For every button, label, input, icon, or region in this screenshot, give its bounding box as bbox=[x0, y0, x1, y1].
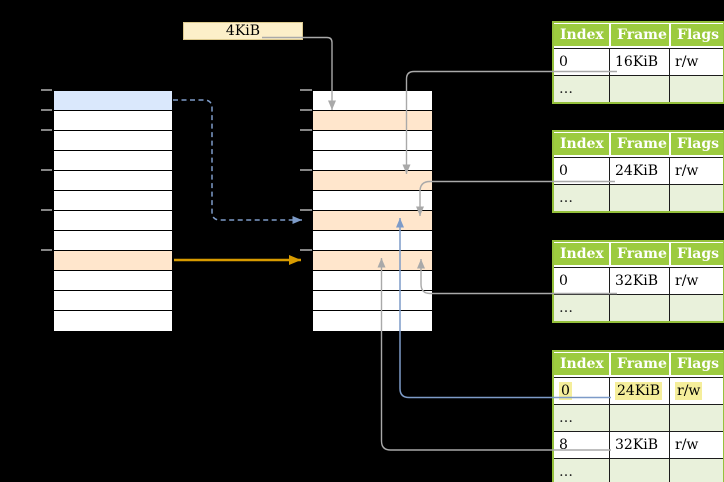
table-cell: r/w bbox=[669, 157, 723, 184]
table-cell bbox=[609, 75, 669, 102]
table-cell bbox=[669, 404, 723, 431]
tick-mark bbox=[300, 249, 312, 251]
tick-mark bbox=[41, 169, 52, 171]
memory-row bbox=[313, 271, 432, 291]
tick-mark bbox=[300, 109, 312, 111]
table-row: … bbox=[554, 458, 723, 482]
tick-mark bbox=[300, 129, 312, 131]
table-row: … bbox=[554, 184, 723, 211]
table-cell: 0 bbox=[554, 267, 609, 294]
memory-row bbox=[54, 151, 172, 171]
tick-mark bbox=[300, 169, 312, 171]
table-cell bbox=[609, 184, 669, 211]
table-row: … bbox=[554, 294, 723, 321]
table-cell: r/w bbox=[669, 267, 723, 294]
table-cell: 32KiB bbox=[609, 267, 669, 294]
memory-row bbox=[313, 151, 432, 171]
table-cell: 8 bbox=[554, 431, 609, 458]
tick-mark bbox=[41, 89, 52, 91]
table-cell bbox=[609, 294, 669, 321]
memory-row bbox=[313, 311, 432, 331]
physical-memory-column bbox=[312, 90, 433, 332]
table-row: … bbox=[554, 75, 723, 102]
table-cell: r/w bbox=[669, 431, 723, 458]
table-cell: … bbox=[554, 404, 609, 431]
highlighted-value: 24KiB bbox=[615, 382, 663, 400]
memory-row bbox=[313, 191, 432, 211]
tick-mark bbox=[41, 109, 52, 111]
size-label-4kib: 4KiB bbox=[183, 22, 303, 40]
memory-row bbox=[54, 111, 172, 131]
table-cell bbox=[609, 404, 669, 431]
memory-row bbox=[54, 251, 172, 271]
highlighted-value: r/w bbox=[675, 382, 703, 400]
column-header: Flags bbox=[669, 132, 723, 157]
table-cell bbox=[669, 75, 723, 102]
tick-mark bbox=[41, 129, 52, 131]
table-cell: … bbox=[554, 458, 609, 482]
table-cell bbox=[669, 458, 723, 482]
memory-row bbox=[313, 91, 432, 111]
tick-mark bbox=[41, 249, 52, 251]
table-row: … bbox=[554, 404, 723, 431]
column-header: Frame bbox=[609, 242, 669, 267]
memory-row bbox=[54, 291, 172, 311]
table-cell bbox=[669, 184, 723, 211]
table-cell: … bbox=[554, 294, 609, 321]
memory-row bbox=[313, 111, 432, 131]
column-header: Index bbox=[554, 242, 609, 267]
memory-row bbox=[54, 191, 172, 211]
table-cell bbox=[669, 294, 723, 321]
virtual-memory-column bbox=[53, 90, 173, 332]
column-header: Index bbox=[554, 23, 609, 48]
memory-row bbox=[313, 171, 432, 191]
table-cell: … bbox=[554, 75, 609, 102]
table-cell: 24KiB bbox=[609, 157, 669, 184]
table-cell: 16KiB bbox=[609, 48, 669, 75]
arrow-virtualpage0-dashed bbox=[173, 99, 302, 224]
memory-row bbox=[313, 251, 432, 271]
memory-row bbox=[313, 291, 432, 311]
memory-row bbox=[54, 131, 172, 151]
tick-mark bbox=[300, 89, 312, 91]
table-cell: 32KiB bbox=[609, 431, 669, 458]
memory-row bbox=[313, 131, 432, 151]
table-cell: … bbox=[554, 184, 609, 211]
column-header: Frame bbox=[609, 352, 669, 377]
memory-row bbox=[313, 231, 432, 251]
column-header: Frame bbox=[609, 23, 669, 48]
memory-row bbox=[54, 91, 172, 111]
table-cell: 0 bbox=[554, 157, 609, 184]
column-header: Frame bbox=[609, 132, 669, 157]
highlighted-value: 0 bbox=[559, 382, 572, 400]
table-row: 0 24KiB r/w bbox=[554, 377, 723, 404]
memory-row bbox=[54, 271, 172, 291]
memory-row bbox=[54, 311, 172, 331]
table-cell: 0 bbox=[554, 377, 609, 404]
tick-mark bbox=[300, 209, 312, 211]
memory-row bbox=[313, 211, 432, 231]
memory-row bbox=[54, 171, 172, 191]
column-header: Index bbox=[554, 352, 609, 377]
column-header: Flags bbox=[669, 23, 723, 48]
table-cell bbox=[609, 458, 669, 482]
table-cell: r/w bbox=[669, 377, 723, 404]
column-header: Index bbox=[554, 132, 609, 157]
column-header: Flags bbox=[669, 242, 723, 267]
memory-row bbox=[54, 231, 172, 251]
tick-mark bbox=[41, 209, 52, 211]
table-cell: 0 bbox=[554, 48, 609, 75]
table-cell: 24KiB bbox=[609, 377, 669, 404]
memory-row bbox=[54, 211, 172, 231]
column-header: Flags bbox=[669, 352, 723, 377]
table-cell: r/w bbox=[669, 48, 723, 75]
